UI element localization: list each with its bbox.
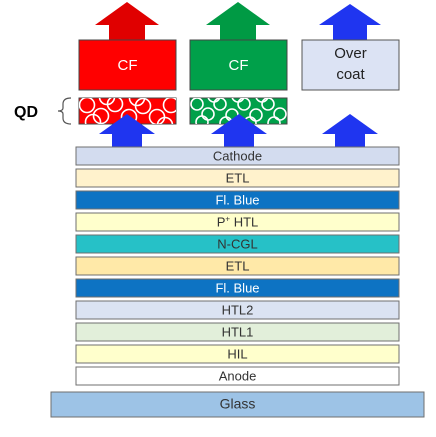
blue-excitation-arrow bbox=[99, 114, 155, 148]
color-filter-red: CF bbox=[78, 39, 177, 91]
overcoat-label-line2: coat bbox=[336, 66, 365, 83]
layer-htl1: HTL1 bbox=[75, 322, 400, 342]
layer-label-main: P bbox=[217, 215, 226, 230]
qd-brace bbox=[57, 97, 72, 125]
layer-fl-blue: Fl. Blue bbox=[75, 190, 400, 210]
layer-anode: Anode bbox=[75, 366, 400, 386]
quantum-dot bbox=[195, 115, 209, 124]
color-filter-label: CF bbox=[229, 57, 249, 74]
layer-fl-blue: Fl. Blue bbox=[75, 278, 400, 298]
quantum-dot bbox=[231, 98, 245, 103]
quantum-dot bbox=[120, 108, 138, 124]
quantum-dot bbox=[84, 113, 102, 124]
quantum-dot-particles bbox=[190, 98, 287, 124]
oled-layer-stack: Cathode ETL Fl. Blue P+ HTL N-CGL ETL Fl… bbox=[75, 146, 400, 386]
color-filter-green: CF bbox=[189, 39, 288, 91]
color-filter-label: CF bbox=[118, 57, 138, 74]
layer-label: P+ HTL bbox=[217, 215, 259, 230]
quantum-dot bbox=[162, 98, 176, 114]
layer-label: HTL2 bbox=[222, 303, 254, 318]
layer-label: ETL bbox=[226, 259, 250, 274]
layer-etl: ETL bbox=[75, 168, 400, 188]
quantum-dot bbox=[261, 98, 275, 111]
layer-label: Anode bbox=[219, 369, 257, 384]
layer-label-rest: HTL bbox=[230, 215, 258, 230]
layer-n-cgl: N-CGL bbox=[75, 234, 400, 254]
layer-p-htl: P+ HTL bbox=[75, 212, 400, 232]
quantum-dot bbox=[207, 98, 221, 103]
quantum-dot bbox=[79, 98, 96, 114]
quantum-dot bbox=[190, 98, 204, 111]
quantum-dot bbox=[237, 98, 251, 111]
quantum-dot bbox=[267, 116, 281, 124]
quantum-dot bbox=[255, 98, 269, 103]
quantum-dot bbox=[98, 98, 116, 106]
quantum-dot-particles bbox=[79, 98, 176, 124]
quantum-dot bbox=[156, 116, 174, 124]
quantum-dot bbox=[213, 98, 227, 111]
glass-substrate: Glass bbox=[50, 391, 425, 418]
blue-emission-arrow bbox=[319, 4, 381, 40]
overcoat-box: Over coat bbox=[301, 39, 400, 91]
overcoat-label-line1: Over bbox=[334, 45, 367, 62]
blue-excitation-arrow bbox=[211, 114, 267, 148]
layer-htl2: HTL2 bbox=[75, 300, 400, 320]
layer-hil: HIL bbox=[75, 344, 400, 364]
red-emission-arrow bbox=[95, 2, 159, 40]
layer-label: Cathode bbox=[213, 149, 262, 164]
layer-label: Fl. Blue bbox=[215, 193, 259, 208]
green-emission-arrow bbox=[206, 2, 270, 40]
layer-label: HTL1 bbox=[222, 325, 254, 340]
qd-label: QD bbox=[14, 104, 38, 121]
layer-label: HIL bbox=[227, 347, 247, 362]
quantum-dot bbox=[128, 98, 146, 107]
blue-excitation-arrow bbox=[322, 114, 378, 148]
layer-cathode: Cathode bbox=[75, 146, 400, 166]
layer-label: N-CGL bbox=[217, 237, 257, 252]
layer-etl: ETL bbox=[75, 256, 400, 276]
layer-label-superscript: + bbox=[225, 215, 230, 224]
layer-label: ETL bbox=[226, 171, 250, 186]
layer-label: Fl. Blue bbox=[215, 281, 259, 296]
glass-label: Glass bbox=[220, 396, 256, 412]
